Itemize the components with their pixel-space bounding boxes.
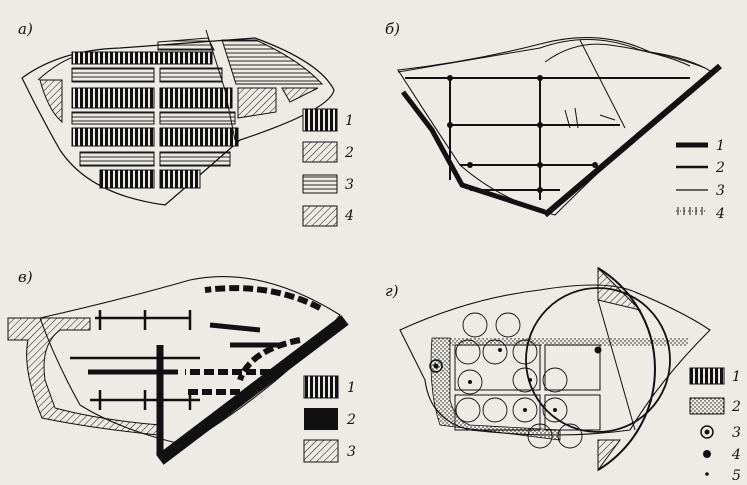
legend-b-3: 3 — [716, 183, 725, 199]
panel-b: б) 1 2 — [385, 20, 725, 222]
legend-b-2: 2 — [715, 160, 725, 176]
panel-v-label: в) — [18, 268, 33, 286]
hatched-wedge-g — [597, 266, 642, 311]
panel-g: г) 1 2 3 — [385, 266, 741, 484]
panel-v: в) 1 2 3 — [7, 268, 356, 465]
legend-a-4: 4 — [344, 208, 354, 224]
legend-g-1: 1 — [732, 369, 741, 385]
dashed-arrows-v — [185, 285, 322, 395]
dotted-strip-g — [448, 338, 688, 346]
legend-g-2: 2 — [731, 399, 741, 415]
panel-b-label: б) — [385, 20, 400, 38]
legend-a: 1 2 3 4 — [302, 108, 354, 227]
street — [205, 29, 236, 141]
legend-g-3: 3 — [732, 425, 741, 441]
railways-b — [397, 38, 706, 129]
dotted-zone-g — [430, 337, 561, 441]
legend-a-2: 2 — [344, 145, 354, 161]
legend-a-1: 1 — [345, 113, 354, 129]
panel-g-label: г) — [385, 282, 399, 300]
legend-g-4: 4 — [731, 447, 741, 463]
legend-v-2: 2 — [346, 412, 356, 428]
legend-v-3: 3 — [347, 444, 356, 460]
large-arc-g — [597, 267, 656, 471]
legend-a-3: 3 — [345, 177, 354, 193]
blocks-type-1 — [71, 51, 239, 189]
legend-b: 1 2 3 4 — [676, 138, 725, 222]
legend-g: 1 2 3 4 5 — [689, 367, 741, 484]
minor-arrows-v — [70, 310, 200, 410]
nodes-b — [447, 75, 598, 193]
panel-a: а) — [18, 20, 354, 227]
hatched-wedge-g2 — [597, 439, 621, 472]
legend-v: 1 2 3 — [303, 375, 356, 463]
diagonal-road-g — [597, 299, 636, 431]
legend-b-1: 1 — [716, 138, 725, 154]
centers-g — [429, 346, 602, 412]
blocks-g — [454, 344, 601, 431]
blocks-type-2 — [39, 79, 319, 124]
district-outline — [21, 37, 335, 206]
greenbelt-v — [7, 317, 161, 436]
legend-b-4: 4 — [715, 206, 725, 222]
legend-g-5: 5 — [732, 468, 741, 484]
main-roads-b — [401, 63, 722, 218]
streets-b — [405, 77, 690, 200]
service-radii-g — [455, 287, 671, 449]
panel-a-label: а) — [18, 20, 33, 38]
blocks-type-3 — [71, 37, 324, 167]
legend-v-1: 1 — [347, 380, 356, 396]
